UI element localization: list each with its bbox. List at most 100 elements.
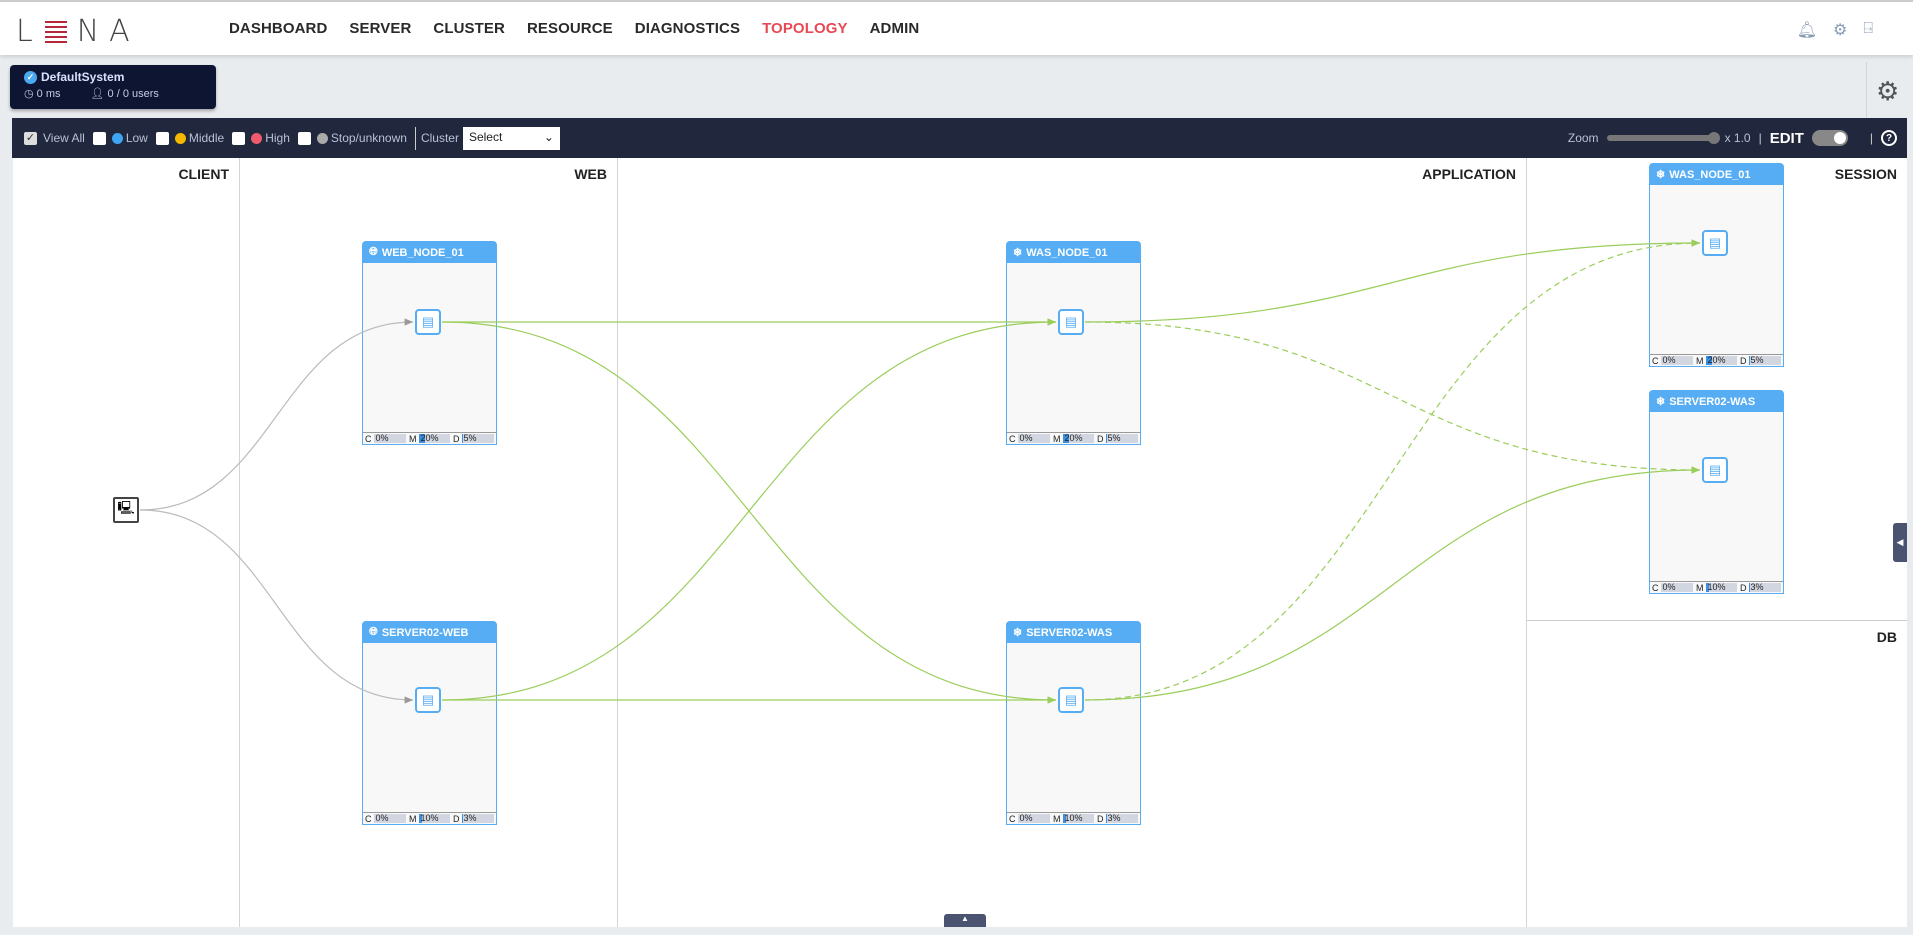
node-header[interactable]: 🌐︎SERVER02-WEB bbox=[363, 622, 496, 643]
zoom-label: Zoom bbox=[1567, 131, 1599, 145]
computer-icon: 🖳 bbox=[117, 500, 135, 515]
main-nav: DASHBOARD SERVER CLUSTER RESOURCE DIAGNO… bbox=[229, 20, 941, 37]
logout-icon[interactable]: ⍈ bbox=[1863, 20, 1873, 37]
node-header[interactable]: ❄SERVER02-WAS bbox=[1007, 622, 1140, 643]
check-circle-icon: ✓ bbox=[24, 70, 37, 84]
zoom-slider[interactable] bbox=[1606, 132, 1720, 144]
gear-icon[interactable]: ⚙ bbox=[1833, 22, 1848, 39]
topology-toolbar: ✓ View All Low Middle High Stop/unknown C… bbox=[12, 118, 1907, 158]
node-name: WAS_NODE_01 bbox=[1669, 168, 1751, 181]
response-time: ◷ 0 ms bbox=[24, 88, 61, 100]
middle-label: Middle bbox=[188, 131, 225, 145]
node-name: WAS_NODE_01 bbox=[1026, 246, 1108, 259]
low-checkbox[interactable] bbox=[92, 131, 106, 145]
high-checkbox[interactable] bbox=[232, 131, 246, 145]
system-card[interactable]: ✓ DefaultSystem ◷ 0 ms 👤︎ 0 / 0 users bbox=[10, 65, 216, 109]
node-name: SERVER02-WAS bbox=[1669, 395, 1756, 408]
topology-canvas: CLIENT WEB APPLICATION SESSION DB bbox=[13, 158, 1907, 927]
stop-checkbox[interactable] bbox=[297, 131, 311, 145]
node-header[interactable]: ❄WAS_NODE_01 bbox=[1650, 164, 1783, 185]
edit-label: EDIT bbox=[1769, 129, 1804, 147]
bell-icon[interactable]: 🔔︎ bbox=[1796, 22, 1818, 39]
low-dot-icon bbox=[111, 132, 123, 144]
client-node[interactable]: 🖳 bbox=[113, 497, 139, 523]
globe-icon: 🌐︎ bbox=[369, 626, 378, 638]
bottom-panel-toggle[interactable]: ▲ bbox=[944, 914, 986, 927]
view-all-checkbox[interactable]: ✓ bbox=[24, 131, 37, 145]
node-name: SERVER02-WAS bbox=[1026, 626, 1113, 639]
edit-toggle[interactable] bbox=[1811, 130, 1848, 146]
side-panel-toggle[interactable]: ◀ bbox=[1893, 523, 1907, 562]
cluster-icon: ❄ bbox=[1656, 396, 1666, 408]
middle-dot-icon bbox=[174, 132, 186, 144]
column-db: DB bbox=[1876, 629, 1897, 645]
settings-gear-icon[interactable]: ⚙ bbox=[1876, 76, 1900, 106]
nav-admin[interactable]: ADMIN bbox=[869, 20, 920, 37]
divider bbox=[1866, 62, 1867, 118]
stop-label: Stop/unknown bbox=[330, 131, 407, 145]
was-server-icon[interactable]: ▤ bbox=[1058, 309, 1084, 335]
session-server-icon[interactable]: ▤ bbox=[1702, 457, 1728, 483]
nav-resource[interactable]: RESOURCE bbox=[526, 20, 613, 37]
zoom-value: x 1.0 bbox=[1724, 131, 1751, 145]
high-dot-icon bbox=[251, 132, 263, 144]
node-header[interactable]: ❄WAS_NODE_01 bbox=[1007, 242, 1140, 263]
node-header[interactable]: ❄SERVER02-WAS bbox=[1650, 391, 1783, 412]
view-all-label: View All bbox=[43, 131, 85, 145]
cluster-icon: ❄ bbox=[1013, 247, 1023, 259]
node-header[interactable]: 🌐︎WEB_NODE_01 bbox=[363, 242, 496, 263]
help-icon[interactable]: ? bbox=[1881, 130, 1897, 146]
cluster-label: Cluster bbox=[420, 131, 459, 145]
cluster-icon: ❄ bbox=[1013, 627, 1023, 639]
column-client: CLIENT bbox=[13, 158, 240, 927]
nav-cluster[interactable]: CLUSTER bbox=[433, 20, 505, 37]
column-session: SESSION bbox=[1527, 158, 1907, 621]
was-server-icon[interactable]: ▤ bbox=[1058, 687, 1084, 713]
session-server-icon[interactable]: ▤ bbox=[1702, 230, 1728, 256]
system-name: DefaultSystem bbox=[41, 70, 125, 84]
web-server-icon[interactable]: ▤ bbox=[415, 309, 441, 335]
nav-server[interactable]: SERVER bbox=[349, 20, 412, 37]
cluster-select[interactable]: Select⌄ bbox=[462, 126, 560, 150]
stop-dot-icon bbox=[316, 132, 328, 144]
user-count: 👤︎ 0 / 0 users bbox=[90, 88, 159, 100]
nav-topology[interactable]: TOPOLOGY bbox=[762, 20, 848, 37]
nav-diagnostics[interactable]: DIAGNOSTICS bbox=[634, 20, 741, 37]
high-label: High bbox=[265, 131, 290, 145]
middle-checkbox[interactable] bbox=[155, 131, 169, 145]
nav-dashboard[interactable]: DASHBOARD bbox=[229, 20, 328, 37]
web-server-icon[interactable]: ▤ bbox=[415, 687, 441, 713]
chevron-down-icon: ⌄ bbox=[543, 129, 554, 144]
low-label: Low bbox=[125, 131, 148, 145]
